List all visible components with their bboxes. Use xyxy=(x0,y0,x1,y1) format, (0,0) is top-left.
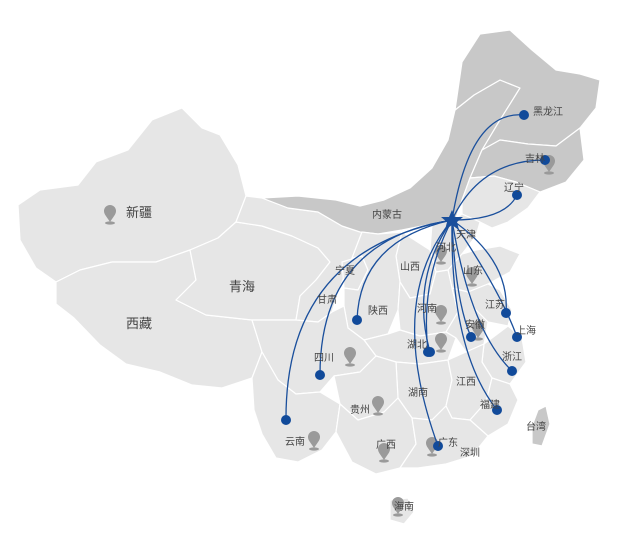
location-pin-base xyxy=(393,513,403,517)
location-pin-icon xyxy=(372,396,384,413)
label-yunnan: 云南 xyxy=(285,435,305,448)
location-pin-base xyxy=(436,261,446,265)
route-hubei xyxy=(422,219,453,353)
location-pin-icon xyxy=(104,205,116,222)
label-gansu: 甘肃 xyxy=(317,293,337,306)
location-pin-icon xyxy=(426,437,438,454)
label-neimenggu: 内蒙古 xyxy=(372,208,402,221)
location-pin-base xyxy=(436,349,446,353)
location-pin-icon xyxy=(344,347,356,364)
label-hubei: 湖北 xyxy=(407,339,427,351)
route-yunnan xyxy=(285,219,453,421)
dot-marker-icon[interactable] xyxy=(540,155,550,165)
dot-marker-icon[interactable] xyxy=(501,308,511,318)
label-jiangxi: 江西 xyxy=(456,376,476,388)
label-heilongjiang: 黑龙江 xyxy=(533,105,563,118)
route-shaanxi xyxy=(356,219,453,321)
route-guangdong xyxy=(413,219,453,447)
region-liaoning xyxy=(461,175,541,229)
location-pin-base xyxy=(427,453,437,457)
label-hebei: 河北 xyxy=(436,242,456,254)
label-shanxi: 山西 xyxy=(400,261,420,273)
dot-marker-icon[interactable] xyxy=(433,441,443,451)
route-liaoning xyxy=(451,194,518,221)
location-pin-base xyxy=(436,321,446,325)
route-shandong xyxy=(451,219,507,314)
dot-marker-icon[interactable] xyxy=(315,370,325,380)
dot-marker-icon[interactable] xyxy=(281,415,291,425)
location-pin-icon xyxy=(435,333,447,350)
label-hainan: 海南 xyxy=(394,500,414,513)
label-ningxia: 宁夏 xyxy=(335,264,355,277)
route-zhejiang xyxy=(451,219,513,372)
dot-marker-icon[interactable] xyxy=(512,332,522,342)
route-jilin xyxy=(451,159,546,221)
location-pin-base xyxy=(105,221,115,225)
label-shenzhen: 深圳 xyxy=(460,447,480,459)
region-guangdong xyxy=(399,405,489,469)
label-sichuan: 四川 xyxy=(314,353,334,364)
location-pin-base xyxy=(309,447,319,451)
location-pin-base xyxy=(345,363,355,367)
dot-marker-icon[interactable] xyxy=(466,332,476,342)
route-fujian xyxy=(451,219,498,411)
dot-marker-icon[interactable] xyxy=(352,315,362,325)
route-shanghai xyxy=(451,219,518,338)
route-heilongjiang xyxy=(451,114,525,221)
dot-marker-icon[interactable] xyxy=(519,110,529,120)
province-labels: 新疆 西藏 青海 甘肃 宁夏 内蒙古 黑龙江 吉林 辽宁 天津 河北 山西 陕西… xyxy=(126,105,563,513)
label-guangxi: 广西 xyxy=(376,439,396,451)
label-shaanxi: 陕西 xyxy=(368,304,388,317)
label-liaoning: 辽宁 xyxy=(504,181,524,194)
label-jilin: 吉林 xyxy=(525,152,545,165)
label-hunan: 湖南 xyxy=(408,386,428,399)
label-zhejiang: 浙江 xyxy=(502,351,522,363)
label-henan: 河南 xyxy=(417,302,437,315)
dot-marker-icon[interactable] xyxy=(492,405,502,415)
route-anhui xyxy=(451,219,472,338)
route-lines xyxy=(285,114,546,447)
label-guangdong: 广东 xyxy=(438,436,458,449)
location-pin-icon xyxy=(466,267,478,284)
location-pin-base xyxy=(544,171,554,175)
label-shandong: 山东 xyxy=(463,264,483,277)
label-tianjin: 天津 xyxy=(456,229,476,241)
label-jiangsu: 江苏 xyxy=(485,298,505,311)
dot-marker-icon[interactable] xyxy=(425,347,435,357)
star-icon xyxy=(441,210,463,230)
label-qinghai: 青海 xyxy=(229,280,255,295)
location-pin-icon xyxy=(378,443,390,460)
label-shanghai: 上海 xyxy=(516,324,536,337)
location-pin-icon xyxy=(435,305,447,322)
location-pin-icon xyxy=(392,497,404,514)
province-regions xyxy=(17,29,601,525)
label-guizhou: 贵州 xyxy=(350,403,370,416)
label-anhui: 安徽 xyxy=(465,318,485,331)
label-fujian: 福建 xyxy=(480,398,500,411)
label-taiwan: 台湾 xyxy=(526,420,546,433)
location-pin-icon xyxy=(308,431,320,448)
label-xizang: 西藏 xyxy=(126,317,152,332)
dot-marker-icon[interactable] xyxy=(512,190,522,200)
location-pin-icon xyxy=(435,245,447,262)
location-pin-base xyxy=(467,283,477,287)
location-pin-base xyxy=(373,412,383,416)
dot-marker-icon[interactable] xyxy=(507,366,517,376)
region-taiwan xyxy=(531,405,551,447)
label-xinjiang: 新疆 xyxy=(126,205,152,221)
destination-dots xyxy=(281,110,550,451)
location-pin-base xyxy=(379,459,389,463)
